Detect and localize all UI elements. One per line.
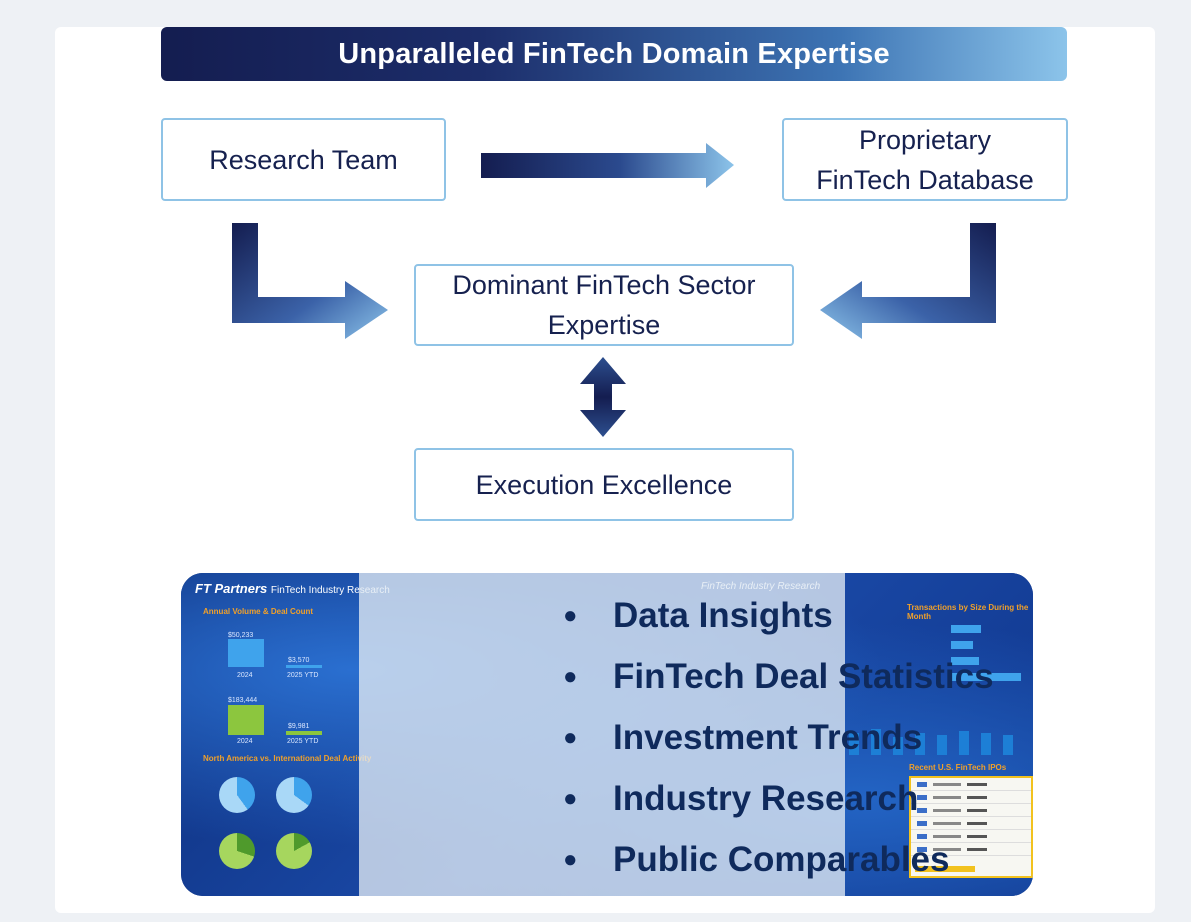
pie-financing-2024 [219, 777, 255, 813]
ipo-row [911, 791, 1031, 804]
sector-label-line2: Expertise [547, 310, 661, 340]
label-ytd-b: 2025 YTD [287, 738, 319, 745]
bullet-dot: ● [563, 723, 578, 751]
label-2024-a: 2024 [237, 672, 253, 679]
ma-ytd-value: $9,981 [288, 723, 310, 730]
monthly-bar-1 [849, 733, 859, 755]
arrow-database-to-sector [820, 223, 996, 339]
bullet-text: Public Comparables [613, 839, 950, 879]
financing-bar-2024 [228, 639, 264, 667]
bullet-item: ● Investment Trends [541, 707, 994, 768]
research-team-box: Research Team [161, 118, 446, 201]
panel-brand-bold: FT Partners [195, 581, 268, 596]
database-label-line2: FinTech Database [816, 164, 1034, 195]
database-box: Proprietary FinTech Database [782, 118, 1068, 201]
ipo-row [911, 830, 1031, 843]
monthly-bar-3 [893, 737, 903, 755]
bullet-item: ● Data Insights [541, 585, 994, 646]
bullet-dot: ● [563, 601, 578, 629]
label-2024-b: 2024 [237, 738, 253, 745]
ma-bar-2024 [228, 705, 264, 735]
section-transactions-label: Transactions by Size During the Month [907, 603, 1029, 621]
section-ipos-label: Recent U.S. FinTech IPOs [909, 763, 1007, 772]
txn-bar-4 [951, 673, 1021, 681]
arrow-research-to-sector [232, 223, 388, 339]
financing-bar-ytd [286, 665, 322, 668]
ma-value: $183,444 [228, 697, 258, 704]
pie-financing-ytd [276, 777, 312, 813]
ma-bar-ytd [286, 731, 322, 735]
section-annual-label: Annual Volume & Deal Count [203, 607, 314, 616]
bullet-text: FinTech Deal Statistics [613, 656, 994, 696]
bullet-list: ●Data Insights ●FinTech Deal Statistics … [541, 585, 994, 890]
execution-excellence-box: Execution Excellence [414, 448, 794, 521]
ipo-row [911, 804, 1031, 817]
research-team-label: Research Team [209, 144, 398, 175]
sector-label-line1: Dominant FinTech Sector [452, 270, 756, 300]
sector-expertise-box: Dominant FinTech Sector Expertise [414, 264, 794, 346]
page-title: Unparalleled FinTech Domain Expertise [161, 27, 1067, 81]
database-label-line1: Proprietary [858, 124, 992, 155]
execution-label: Execution Excellence [475, 469, 733, 500]
bullet-text: Data Insights [613, 595, 833, 635]
financing-ytd-value: $3,570 [288, 657, 310, 664]
ipo-table [909, 776, 1033, 878]
pie-ma-ytd [276, 833, 312, 869]
section-regional-label: North America vs. International Deal Act… [203, 754, 372, 763]
bullet-text: Investment Trends [613, 717, 923, 757]
txn-bar-2 [951, 641, 973, 649]
panel-brand-rest: FinTech Industry Research [270, 585, 390, 596]
bullet-item: ● Public Comparables [541, 829, 994, 890]
arrow-sector-execution [580, 357, 626, 437]
bullet-item: ● Industry Research [541, 768, 994, 829]
monthly-bar-2 [871, 729, 881, 755]
arrow-research-to-database [481, 143, 734, 188]
monthly-bar-4 [915, 733, 925, 755]
monthly-bar-6 [959, 731, 969, 755]
bullet-text: Industry Research [613, 778, 919, 818]
ipo-row [911, 817, 1031, 830]
ipo-row [911, 778, 1031, 791]
ipo-row [911, 843, 1031, 856]
label-ytd-a: 2025 YTD [287, 672, 319, 679]
bullet-item: ● FinTech Deal Statistics [541, 646, 994, 707]
ipo-table-footer [915, 866, 975, 872]
txn-bar-1 [951, 625, 981, 633]
panel-brand: FT Partners FinTech Industry Research [195, 581, 390, 596]
monthly-bar-7 [981, 733, 991, 755]
monthly-bar-8 [1003, 735, 1013, 755]
monthly-bar-5 [937, 735, 947, 755]
bullet-dot: ● [563, 662, 578, 690]
bullet-overlay [359, 573, 845, 896]
financing-value: $50,233 [228, 632, 254, 639]
research-collage-panel: FT Partners FinTech Industry Research An… [181, 573, 1033, 896]
bullet-dot: ● [563, 784, 578, 812]
bullet-dot: ● [563, 845, 578, 873]
txn-bar-3 [951, 657, 979, 665]
pie-ma-2024 [219, 833, 255, 869]
